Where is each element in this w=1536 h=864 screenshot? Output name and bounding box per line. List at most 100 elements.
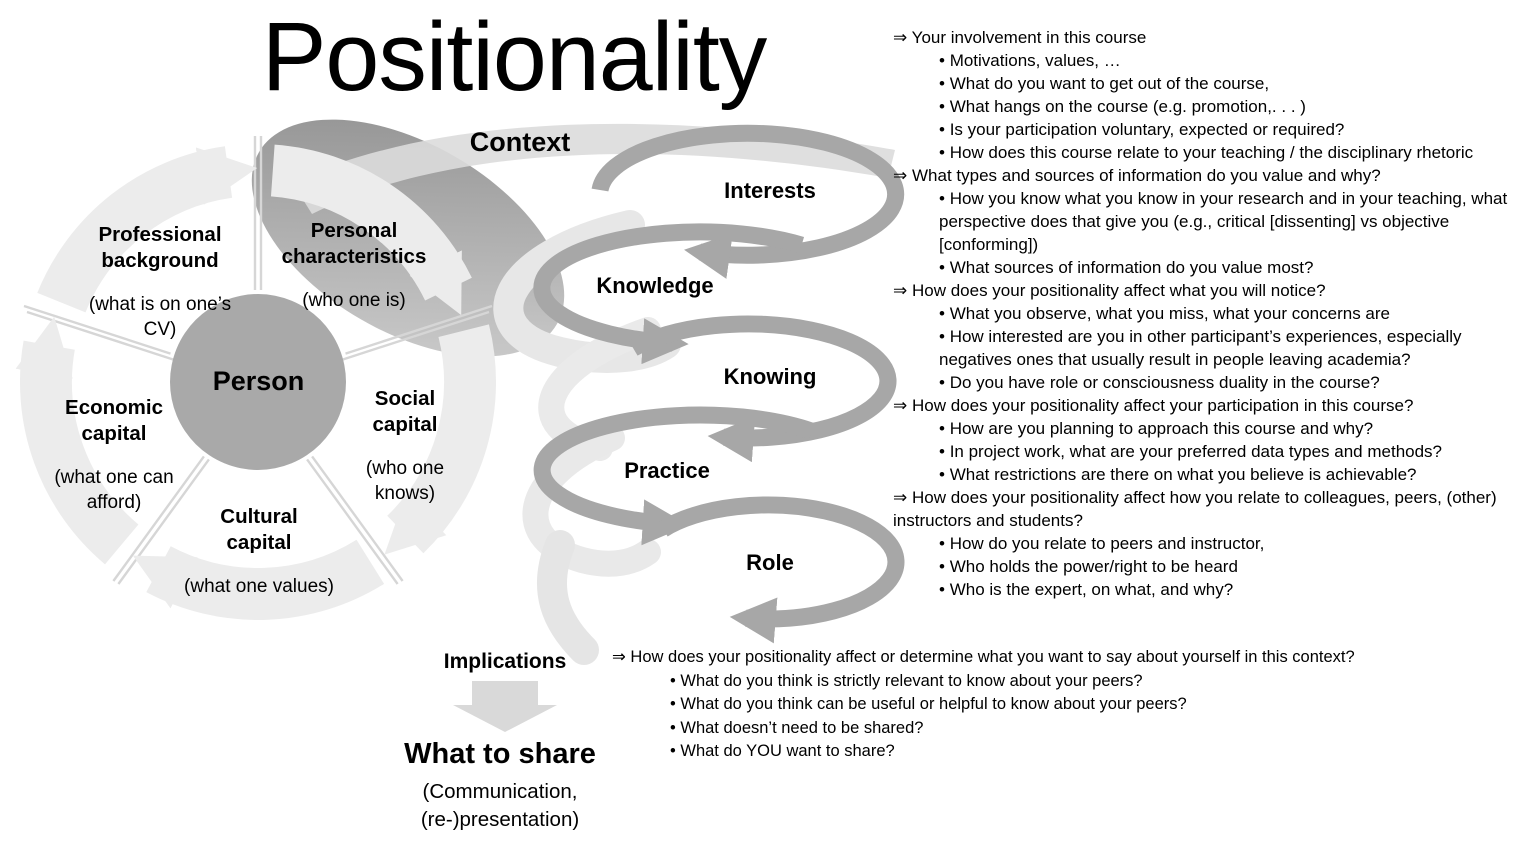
segment-subtitle: (who one knows) — [365, 458, 445, 504]
section-heading-text: How does your positionality affect or de… — [630, 648, 1355, 666]
bullet-item: • How are you planning to approach this … — [939, 417, 1523, 440]
bullet-text: How does this course relate to your teac… — [949, 143, 1474, 162]
spiral-label-knowing: Knowing — [723, 364, 817, 389]
double-arrow-glyph: ⇒ — [893, 28, 908, 47]
spiral-loops — [533, 124, 905, 644]
bullet-glyph: • — [939, 442, 945, 461]
bullet-text: What do you want to get out of the cours… — [949, 74, 1270, 93]
spiral-label-role: Role — [746, 550, 794, 575]
bullet-text: How are you planning to approach this co… — [949, 419, 1374, 438]
bullet-item: • Is your participation voluntary, expec… — [939, 118, 1523, 141]
bullet-text: Who holds the power/right to be heard — [949, 557, 1238, 576]
segment-subtitle: (what one can afford) — [54, 467, 174, 513]
section-heading: ⇒ How does your positionality affect wha… — [893, 279, 1523, 302]
bullet-item: • How does this course relate to your te… — [939, 141, 1523, 164]
context-label: Context — [469, 127, 571, 157]
bullet-glyph: • — [939, 74, 945, 93]
double-arrow-glyph: ⇒ — [893, 396, 908, 415]
questions-column: ⇒ Your involvement in this course • Moti… — [893, 26, 1523, 601]
double-arrow-glyph: ⇒ — [893, 281, 908, 300]
bullet-text: What you observe, what you miss, what yo… — [949, 304, 1390, 323]
bullet-item: • What doesn’t need to be shared? — [670, 717, 1528, 741]
bullet-glyph: • — [939, 557, 945, 576]
spiral-label-practice: Practice — [624, 458, 710, 483]
section-heading: ⇒ What types and sources of information … — [893, 164, 1523, 187]
bullet-item: • What you observe, what you miss, what … — [939, 302, 1523, 325]
bullet-glyph: • — [670, 671, 676, 690]
bullet-text: Is your participation voluntary, expecte… — [949, 120, 1345, 139]
bullet-item: • What sources of information do you val… — [939, 256, 1523, 279]
question-section-notice: ⇒ How does your positionality affect wha… — [893, 279, 1523, 394]
bullet-glyph: • — [939, 534, 945, 553]
person-circle — [170, 294, 346, 470]
share-question-section: ⇒ How does your positionality affect or … — [612, 646, 1528, 764]
bullet-glyph: • — [939, 419, 945, 438]
bullet-item: • Who is the expert, on what, and why? — [939, 578, 1523, 601]
bullet-glyph: • — [939, 97, 945, 116]
wheel-spokes — [23, 136, 493, 585]
segment-subtitle: (who one is) — [302, 290, 406, 311]
context-band — [292, 123, 895, 214]
section-heading: ⇒ How does your positionality affect how… — [893, 486, 1523, 532]
bullet-glyph: • — [939, 120, 945, 139]
bullet-item: • Who holds the power/right to be heard — [939, 555, 1523, 578]
wheel-segment-economic-capital: Economic capital (what one can afford) — [18, 377, 210, 533]
spiral-loop-practice — [533, 406, 815, 546]
bullet-item: • How you know what you know in your res… — [939, 187, 1523, 256]
section-heading: ⇒ How does your positionality affect you… — [893, 394, 1523, 417]
implications-label: Implications — [443, 650, 567, 673]
bullet-item: • What restrictions are there on what yo… — [939, 463, 1523, 486]
bullet-item: • What do you think is strictly relevant… — [670, 670, 1528, 694]
section-heading-text: Your involvement in this course — [911, 28, 1147, 47]
bullet-glyph: • — [939, 189, 945, 208]
ring-arrow-segment — [270, 144, 472, 316]
double-arrow-glyph: ⇒ — [612, 648, 626, 666]
bullet-glyph: • — [939, 143, 945, 162]
wheel-segment-professional-background: Professional background (what is on one’… — [38, 204, 282, 360]
spiral-loop-interests — [591, 124, 905, 279]
bullet-item: • What do you want to get out of the cou… — [939, 72, 1523, 95]
double-arrow-glyph: ⇒ — [893, 488, 908, 507]
section-heading-text: How does your positionality affect your … — [911, 396, 1414, 415]
segment-title: Cultural capital — [220, 505, 298, 554]
bullet-text: What doesn’t need to be shared? — [680, 718, 924, 737]
segment-title: Economic capital — [65, 396, 163, 445]
what-to-share-subtitle: (Communication, (re-)presentation) — [420, 780, 580, 831]
bullet-text: What hangs on the course (e.g. promotion… — [949, 97, 1306, 116]
section-heading: ⇒ How does your positionality affect or … — [612, 646, 1528, 670]
bullet-item: • In project work, what are your preferr… — [939, 440, 1523, 463]
spiral-label-interests: Interests — [724, 178, 816, 203]
bullet-glyph: • — [939, 580, 945, 599]
page-title: Positionality — [261, 2, 768, 111]
bullet-text: What restrictions are there on what you … — [949, 465, 1417, 484]
bullet-item: • How do you relate to peers and instruc… — [939, 532, 1523, 555]
bullet-glyph: • — [939, 465, 945, 484]
wheel-segment-cultural-capital: Cultural capital (what one values) — [153, 486, 365, 617]
spiral-loop-role — [658, 496, 905, 644]
bullet-glyph: • — [670, 742, 676, 760]
ring-arrow-segment — [132, 539, 385, 620]
double-arrow-glyph: ⇒ — [893, 166, 908, 185]
wheel-segment-personal-characteristics: Personal characteristics (who one is) — [248, 200, 460, 331]
bullet-glyph: • — [939, 258, 945, 277]
bullet-text: In project work, what are your preferred… — [949, 442, 1443, 461]
section-heading-text: What types and sources of information do… — [911, 166, 1381, 185]
segment-title: Social capital — [372, 387, 438, 436]
section-heading-text: How does your positionality affect what … — [911, 281, 1326, 300]
bullet-item: • How interested are you in other partic… — [939, 325, 1523, 371]
bullet-text: Do you have role or consciousness dualit… — [949, 373, 1380, 392]
segment-title: Professional background — [98, 223, 222, 272]
positionality-diagram-graphics — [15, 119, 905, 732]
segment-subtitle: (what is on one’s CV) — [88, 294, 232, 340]
funnel-tail — [537, 530, 599, 665]
segment-title: Personal characteristics — [281, 219, 427, 268]
wheel-ring-arrows — [15, 144, 496, 620]
spiral-label-knowledge: Knowledge — [596, 273, 714, 298]
what-to-share-title: What to share — [404, 738, 596, 770]
bullet-item: • What hangs on the course (e.g. promoti… — [939, 95, 1523, 118]
bullet-item: • What do YOU want to share? — [670, 740, 1528, 764]
implications-down-arrow — [453, 681, 557, 732]
question-section-participation: ⇒ How does your positionality affect you… — [893, 394, 1523, 486]
question-section-relations: ⇒ How does your positionality affect how… — [893, 486, 1523, 601]
